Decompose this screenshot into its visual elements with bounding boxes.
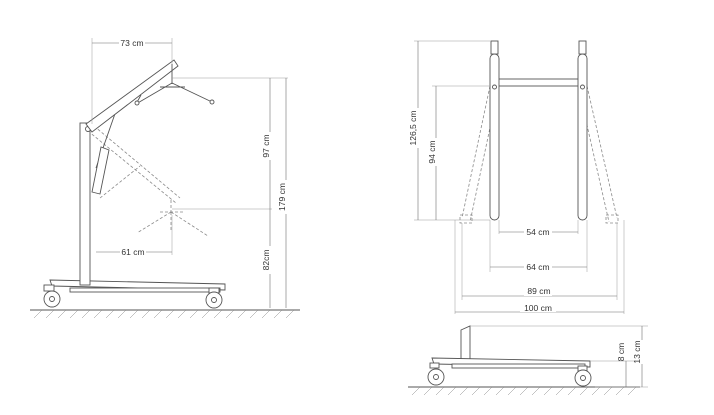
front-left-joint	[492, 84, 497, 90]
side-base-arm	[69, 287, 221, 293]
label-inner-width-closed: 54 cm	[526, 227, 549, 237]
dim-min-reach: 61 cm	[96, 215, 173, 257]
side-spreader-bar	[134, 82, 215, 106]
label-outer-width-open: 89 cm	[527, 286, 550, 296]
label-lower-height: 82cm	[261, 250, 271, 271]
dim-total-height: 179 cm	[277, 78, 292, 308]
dim-inner-width: 64 cm	[490, 262, 587, 272]
label-upper-height: 97 cm	[261, 134, 271, 157]
dim-overall-height: 126,5 cm	[408, 40, 490, 221]
front-crossbar	[496, 78, 580, 87]
front-left-post	[489, 53, 500, 221]
base-view: 8 cm 13 cm	[408, 325, 648, 396]
side-mast	[79, 122, 91, 286]
label-min-reach: 61 cm	[121, 247, 144, 257]
dim-boom-reach: 73 cm	[91, 38, 173, 124]
front-spread-legs	[459, 85, 619, 224]
base-rear-wheel	[427, 362, 445, 386]
side-view: 73 cm 61 cm 97 cm 82cm 179 cm	[30, 38, 300, 319]
label-base-clearance: 8 cm	[616, 343, 626, 361]
dim-leg-height: 94 cm	[427, 85, 490, 220]
dim-upper-height: 97 cm	[261, 78, 276, 209]
front-left-post-cap	[490, 40, 499, 55]
base-front-wheel	[574, 365, 592, 387]
side-actuator-body	[91, 146, 110, 195]
front-right-joint	[580, 84, 585, 90]
dim-base-height: 13 cm	[632, 326, 648, 387]
dim-outer-width-open: 89 cm	[462, 286, 617, 297]
dim-inner-width-closed: 54 cm	[499, 227, 578, 237]
label-total-height: 179 cm	[277, 183, 287, 211]
side-base-frame	[49, 279, 226, 291]
label-leg-height: 94 cm	[427, 140, 437, 163]
side-rear-wheel	[43, 284, 61, 308]
label-boom-reach: 73 cm	[120, 38, 143, 48]
side-lowered-position	[87, 125, 209, 237]
front-right-post	[577, 53, 588, 221]
label-overall-height: 126,5 cm	[408, 111, 418, 146]
label-base-height: 13 cm	[632, 340, 642, 363]
side-front-wheel	[205, 287, 223, 309]
base-floor-hatch	[411, 386, 637, 396]
base-mast-stub	[460, 325, 471, 363]
label-inner-width: 64 cm	[526, 262, 549, 272]
side-boom	[85, 59, 179, 133]
dim-base-clearance: 8 cm	[616, 342, 632, 387]
front-right-post-cap	[578, 40, 587, 55]
dim-lower-height: 82cm	[261, 209, 276, 308]
dim-max-width-open: 100 cm	[455, 303, 624, 313]
base-frame-arm	[451, 363, 586, 369]
label-max-width-open: 100 cm	[524, 303, 552, 313]
side-floor-hatch	[33, 309, 295, 319]
front-view: 126,5 cm 94 cm 54 cm 64 cm	[408, 40, 625, 314]
